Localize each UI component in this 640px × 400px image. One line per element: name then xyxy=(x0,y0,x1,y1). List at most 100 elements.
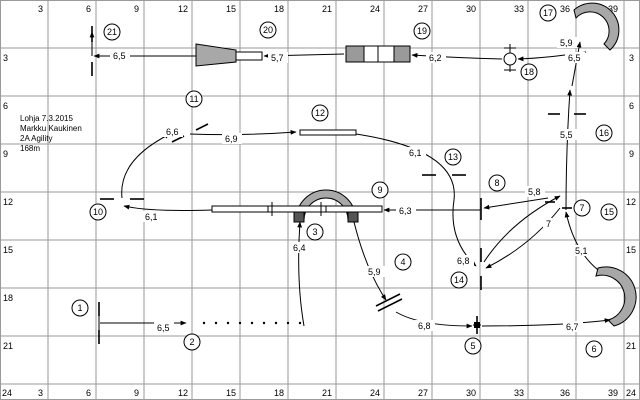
ruler-bottom-label: 39 xyxy=(608,388,618,398)
distance-label: 6,2 xyxy=(429,53,442,63)
ruler-bottom-label: 21 xyxy=(322,388,332,398)
svg-text:5: 5 xyxy=(470,341,475,351)
distance-label: 6,7 xyxy=(566,322,579,332)
distance-label: 6,1 xyxy=(409,148,422,158)
number-circle-21: 21 xyxy=(103,23,121,41)
ruler-left-label: 3 xyxy=(3,53,8,63)
course-info: Lohja 7.3.2015 Markku Kaukinen 2A Agilit… xyxy=(20,114,82,153)
ruler-left-label: 12 xyxy=(3,197,13,207)
ruler-right-label: 21 xyxy=(626,341,636,351)
distance-label: 6,5 xyxy=(568,53,581,63)
number-circle-4: 4 xyxy=(394,253,412,271)
distance-label: 6,3 xyxy=(399,206,412,216)
distance-label: 6,6 xyxy=(166,127,179,137)
ruler-top-label: 33 xyxy=(514,4,524,14)
obstacle-dogwalk xyxy=(211,202,383,216)
number-circle-20: 20 xyxy=(259,21,277,39)
distance-label: 6,5 xyxy=(113,51,126,61)
ruler-bottom-label: 24 xyxy=(626,388,636,398)
ruler-bottom-label: 18 xyxy=(274,388,284,398)
distance-label: 6,8 xyxy=(457,256,470,266)
ruler-top-label: 3 xyxy=(38,4,43,14)
svg-text:15: 15 xyxy=(604,207,614,217)
svg-text:6: 6 xyxy=(591,344,596,354)
ruler-top-label: 27 xyxy=(418,4,428,14)
svg-text:2: 2 xyxy=(189,337,194,347)
number-circle-7: 7 xyxy=(573,199,591,217)
ruler-left-label: 9 xyxy=(3,149,8,159)
ruler-bottom-label: 36 xyxy=(560,388,570,398)
ruler-right-label: 9 xyxy=(629,149,634,159)
ruler-bottom-label: 24 xyxy=(370,388,380,398)
obstacle-17-tunnel xyxy=(573,2,620,51)
obstacle-18-tyre xyxy=(503,44,517,72)
number-circle-9: 9 xyxy=(371,181,389,199)
ruler-bottom-label: 33 xyxy=(514,388,524,398)
obstacle-5-jump xyxy=(473,316,481,334)
svg-text:7: 7 xyxy=(579,203,584,213)
ruler-top-label: 24 xyxy=(370,4,380,14)
distance-label: 6,9 xyxy=(225,134,238,144)
number-circle-6: 6 xyxy=(585,340,603,358)
obstacle-7-jump xyxy=(545,201,572,209)
distance-label: 5,5 xyxy=(560,130,573,140)
ruler-top-label: 39 xyxy=(608,4,618,14)
number-circle-3: 3 xyxy=(306,223,324,241)
ruler-bottom-label: 15 xyxy=(226,388,236,398)
course-judge: Markku Kaukinen xyxy=(20,124,82,133)
svg-text:10: 10 xyxy=(93,207,103,217)
ruler-top-label: 21 xyxy=(322,4,332,14)
ruler-top-label: 15 xyxy=(226,4,236,14)
obstacle-2-weave xyxy=(202,321,302,325)
number-circle-13: 13 xyxy=(444,148,462,166)
number-circle-10: 10 xyxy=(89,203,107,221)
ruler-bottom-label: 24 xyxy=(2,388,12,398)
svg-text:9: 9 xyxy=(377,185,382,195)
number-circle-5: 5 xyxy=(464,337,482,355)
ruler-bottom-label: 6 xyxy=(86,388,91,398)
obstacle-19-aframe xyxy=(345,45,411,63)
ruler-top-label: 12 xyxy=(178,4,188,14)
svg-text:17: 17 xyxy=(543,8,553,18)
number-circle-12: 12 xyxy=(311,104,329,122)
svg-text:16: 16 xyxy=(599,128,609,138)
ruler-bottom-label: 30 xyxy=(466,388,476,398)
distance-label: 5,7 xyxy=(271,53,284,63)
number-circle-8: 8 xyxy=(488,174,506,192)
ruler-bottom-label: 12 xyxy=(178,388,188,398)
ruler-bottom-label: 27 xyxy=(418,388,428,398)
ruler-top-label: 36 xyxy=(560,4,570,14)
distance-label: 5,9 xyxy=(368,267,381,277)
course-place-date: Lohja 7.3.2015 xyxy=(20,114,73,123)
course-length: 168m xyxy=(20,144,40,153)
number-circle-18: 18 xyxy=(520,63,538,81)
distance-label: 6,4 xyxy=(293,243,306,253)
number-circle-17: 17 xyxy=(539,4,557,22)
svg-text:8: 8 xyxy=(494,178,499,188)
ruler-left-label: 6 xyxy=(3,101,8,111)
number-circle-16: 16 xyxy=(595,124,613,142)
distance-labels: 6,5 6,4 5,9 6,8 6,7 5,1 7 5,8 6,8 6,3 6,… xyxy=(110,37,592,333)
obstacle-3-tunnel xyxy=(293,189,359,223)
distance-label: 5,9 xyxy=(560,38,573,48)
number-circle-15: 15 xyxy=(600,203,618,221)
distance-label: 5,1 xyxy=(575,246,588,256)
obstacle-6-tunnel xyxy=(595,266,637,327)
ruler-bottom-label: 3 xyxy=(38,388,43,398)
distance-label: 6,8 xyxy=(418,321,431,331)
ruler-left-label: 18 xyxy=(3,293,13,303)
obstacle-4-double-jump xyxy=(375,293,403,312)
obstacle-numbers: 1 2 3 4 5 6 7 8 9 10 11 12 13 14 15 16 1… xyxy=(71,4,618,358)
svg-text:11: 11 xyxy=(189,94,198,104)
number-circle-2: 2 xyxy=(183,333,201,351)
svg-text:12: 12 xyxy=(315,108,325,118)
ruler-top-label: 18 xyxy=(274,4,284,14)
svg-text:20: 20 xyxy=(263,25,273,35)
svg-text:21: 21 xyxy=(107,27,117,37)
ruler-left-label: 21 xyxy=(3,341,13,351)
number-circle-1: 1 xyxy=(71,299,89,317)
ruler-top-label: 9 xyxy=(134,4,139,14)
ruler-right-label: 12 xyxy=(626,197,636,207)
svg-text:19: 19 xyxy=(417,26,427,36)
